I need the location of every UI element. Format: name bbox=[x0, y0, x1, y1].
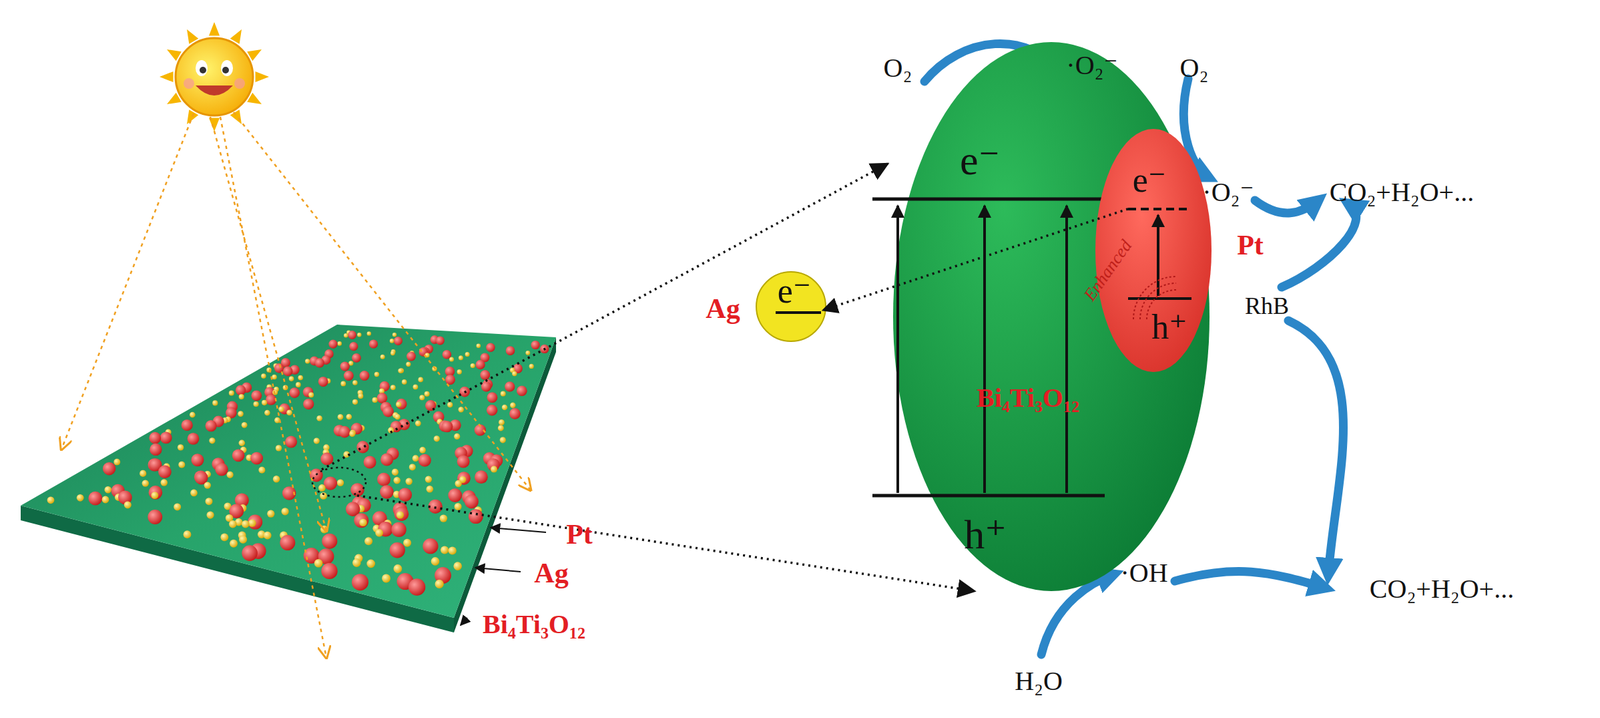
band-hole: h⁺ bbox=[963, 513, 1007, 555]
platinum-particle: e⁻Enhancedh⁺Pt bbox=[1094, 128, 1213, 373]
plasmon-hole: h⁺ bbox=[1151, 309, 1187, 345]
particle-label: Pt bbox=[1236, 230, 1264, 259]
species-label: ·O₂⁻ bbox=[1202, 178, 1254, 206]
light-ray bbox=[61, 112, 531, 658]
part-label: Ag bbox=[534, 558, 569, 587]
species-label: O₂ bbox=[1180, 54, 1209, 82]
species-label: O₂ bbox=[883, 54, 913, 82]
band-electron: e⁻ bbox=[959, 139, 1000, 181]
species-label: ·O₂⁻ bbox=[1065, 52, 1118, 79]
part-label: Pt bbox=[566, 519, 593, 549]
species-label: ·OH bbox=[1120, 559, 1168, 587]
plasmon-electron: e⁻ bbox=[1132, 162, 1167, 198]
plate-top bbox=[20, 324, 557, 618]
zoom-arrow bbox=[321, 163, 975, 591]
part-label: Bi₄Ti₃O₁₂ bbox=[482, 610, 586, 638]
trapped-electron: e⁻ bbox=[777, 273, 812, 309]
material-name: Bi₄Ti₃O₁₂ bbox=[976, 384, 1080, 412]
product-label: CO₂+H₂O+... bbox=[1369, 575, 1514, 603]
zoom-circle bbox=[312, 467, 366, 497]
pollutant-label: RhB bbox=[1244, 293, 1289, 318]
product-label: CO₂+H₂O+... bbox=[1329, 178, 1474, 206]
particle-label: Ag bbox=[705, 294, 740, 323]
silver-particle: Age⁻ bbox=[754, 270, 828, 343]
electron-transfer-arrow bbox=[823, 208, 1129, 311]
nanoparticles bbox=[47, 330, 550, 596]
sun-icon bbox=[159, 22, 270, 132]
species-label: H₂O bbox=[1014, 667, 1063, 695]
